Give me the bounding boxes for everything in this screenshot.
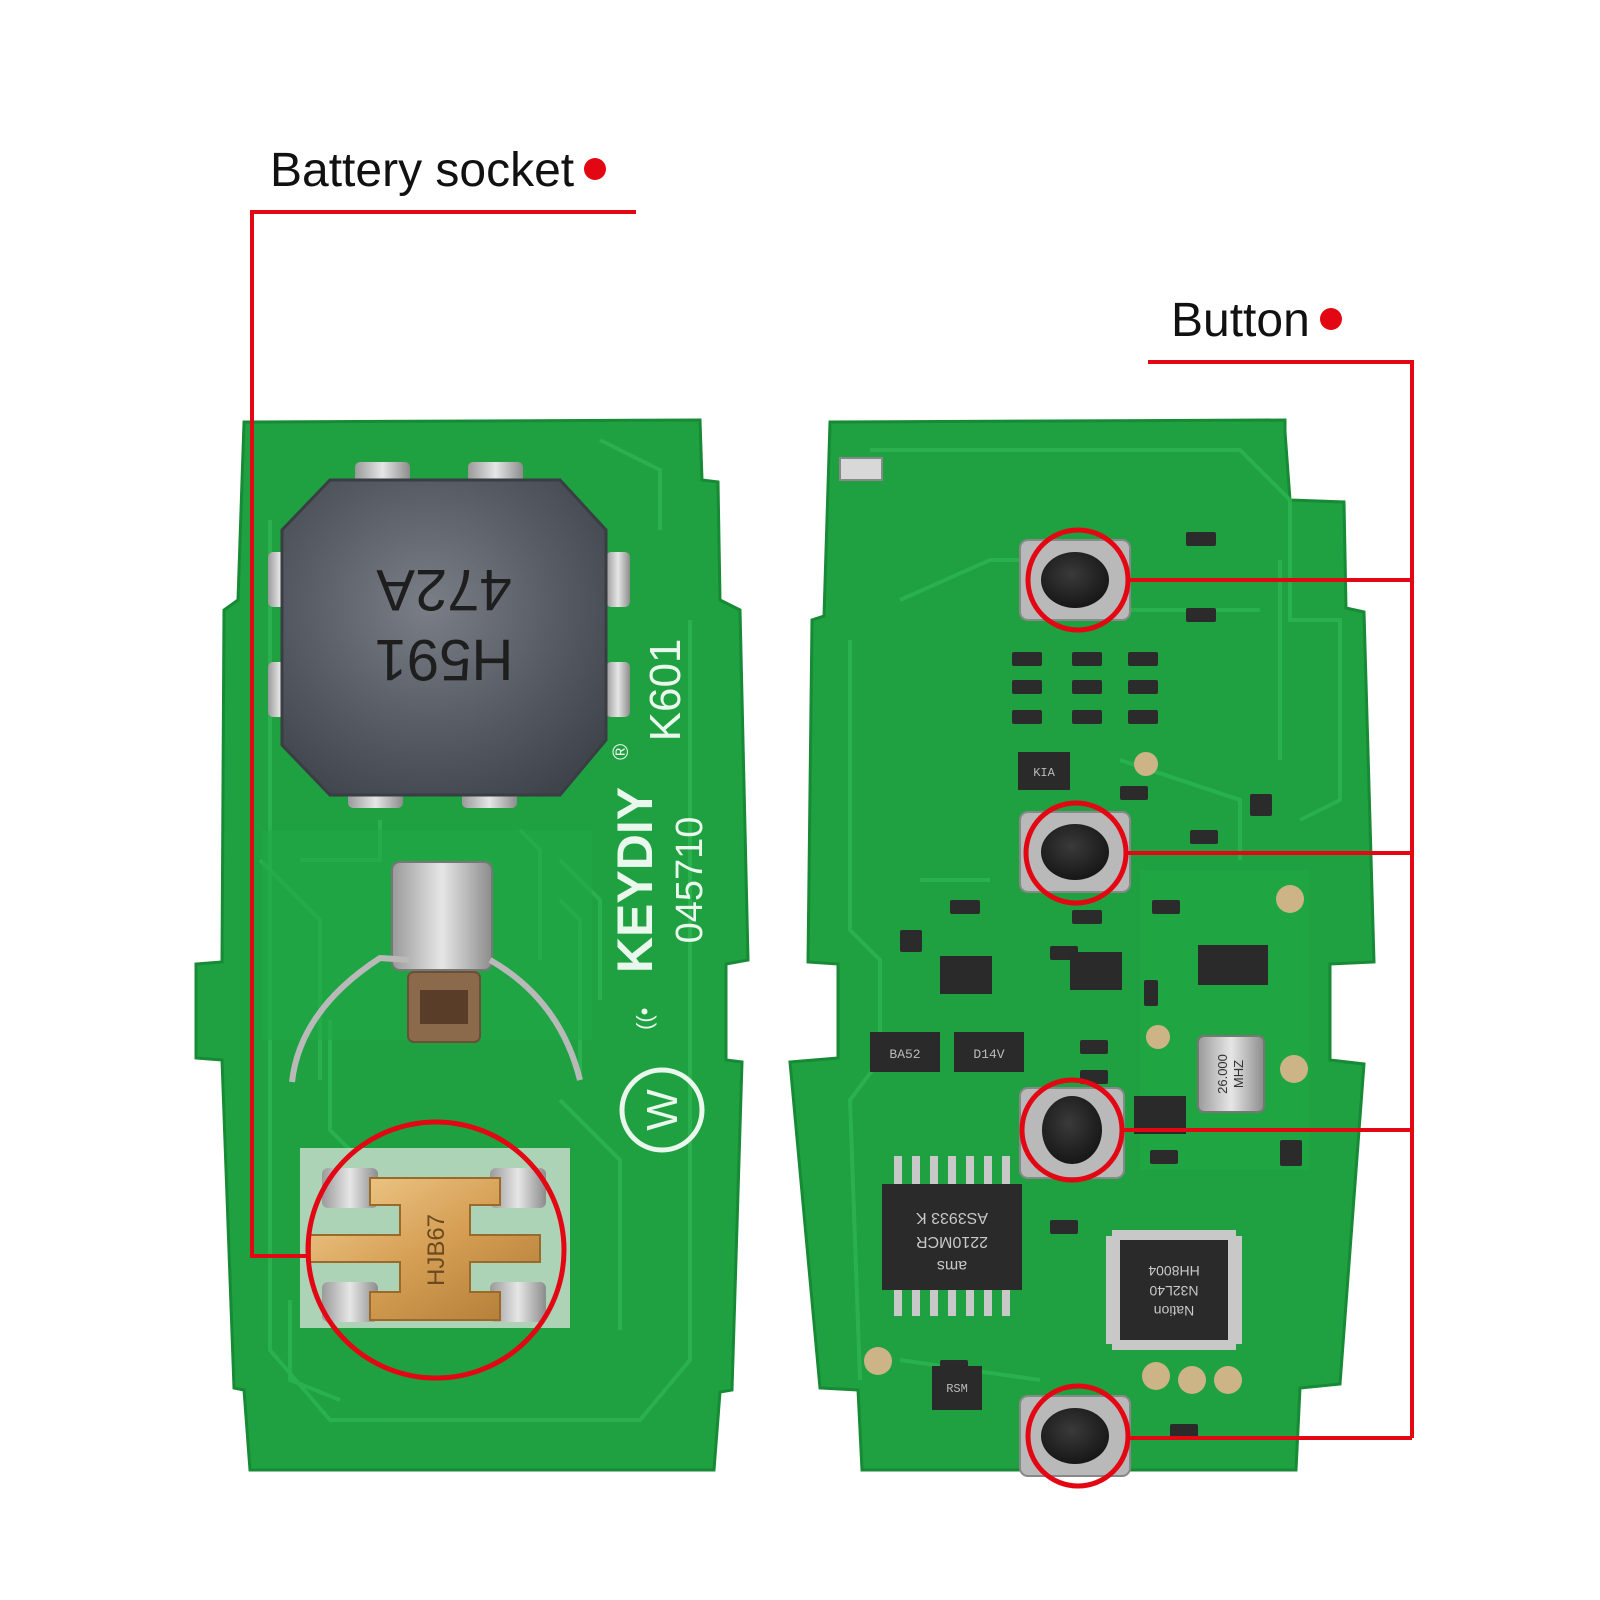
mcu-line2: N32L40 [1149, 1283, 1198, 1299]
crystal-oscillator: 26.000 MHZ [1197, 1035, 1265, 1113]
chip1-line1: ams [937, 1257, 967, 1274]
transistor2-label: D14V [973, 1047, 1004, 1062]
button-callout: Button [1171, 297, 1342, 345]
crystal-line1: 26.000 [1215, 1054, 1230, 1094]
w-logo: W [619, 1067, 705, 1153]
logo-letter: W [638, 1089, 687, 1131]
mcu-line3: HH8004 [1148, 1263, 1200, 1279]
model-text: K601 [641, 639, 690, 742]
battery-socket-callout: Battery socket [270, 144, 607, 197]
button-leader-line [1148, 360, 1414, 1438]
ic-bottom-label: RSM [946, 1382, 968, 1396]
button-label: Button [1171, 294, 1310, 347]
inductor-marking: H591 472A [375, 557, 514, 692]
tactile-button-4 [1019, 1395, 1131, 1477]
registered-mark: ® [608, 744, 633, 760]
tactile-button-2 [1019, 811, 1131, 893]
transistor1-label: BA52 [889, 1047, 920, 1062]
battery-clip [289, 861, 583, 1083]
serial-text: 045710 [669, 817, 711, 944]
lf-inductor-coil [280, 478, 608, 797]
battery-socket-label: Battery socket [270, 144, 575, 197]
small-ics: KIA RSM [932, 752, 1268, 1410]
chip1-line2: 2210MCR [916, 1233, 988, 1250]
inductor-marking-line2: 472A [376, 557, 512, 622]
inductor-pads [268, 462, 630, 808]
model-silkscreen: K601 [641, 639, 690, 742]
battery-socket-contact: HJB67 [300, 1148, 570, 1328]
callout-lines [250, 210, 1414, 1440]
wireless-icon: ((• [632, 1008, 657, 1030]
ic-small-label: KIA [1033, 766, 1055, 780]
brand-silkscreen: ((• KEYDIY ® [607, 744, 663, 1030]
right-traces [847, 448, 1342, 1382]
battery-callout-circle [305, 1119, 567, 1381]
tactile-button-1 [1019, 539, 1131, 621]
contact-marking: HJB67 [423, 1214, 450, 1286]
brand-text: KEYDIY [607, 787, 663, 973]
mcu-chip: Nation N32L40 HH8004 [1106, 1230, 1242, 1350]
mcu-line1: Nation [1154, 1303, 1194, 1319]
test-pads [864, 752, 1308, 1394]
left-pcb: H591 472A HJB67 K601 ((• [194, 418, 750, 1472]
led [839, 457, 883, 481]
chip1-line3: AS3933 K [916, 1209, 988, 1226]
battery-leader-line [250, 210, 636, 1258]
battery-socket-dot-icon [584, 158, 607, 181]
button-dot-icon [1319, 308, 1342, 331]
right-pcb: KIA RSM BA52 D14V 26.000 MHZ [788, 418, 1376, 1489]
crystal-line2: MHZ [1231, 1060, 1246, 1088]
transistors: BA52 D14V [870, 1032, 1024, 1072]
serial-silkscreen: 045710 [669, 817, 711, 944]
inductor-marking-line1: H591 [375, 627, 514, 692]
lf-receiver-chip: ams 2210MCR AS3933 K [882, 1156, 1022, 1316]
